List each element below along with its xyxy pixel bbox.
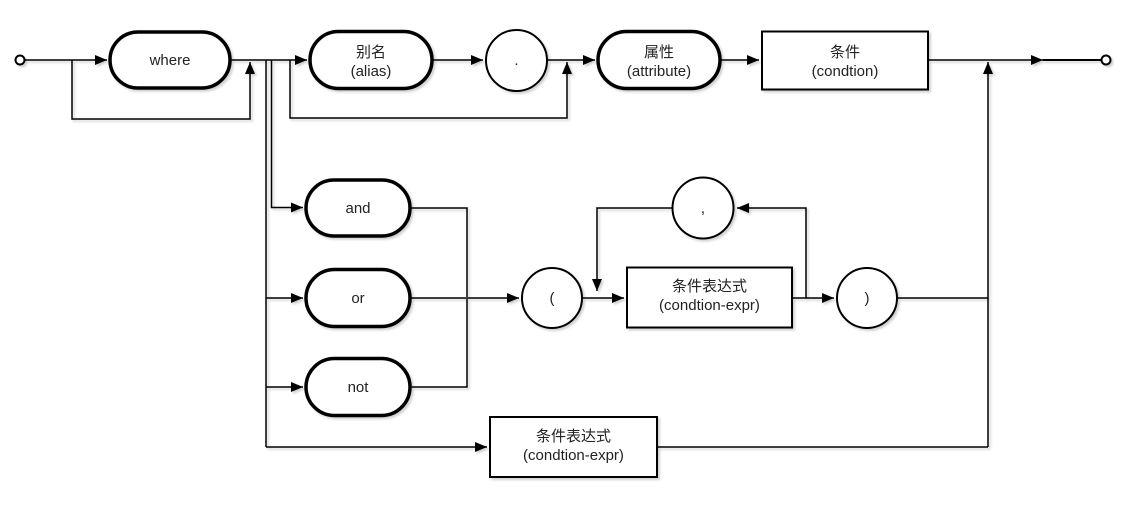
node-condition: [761, 30, 929, 91]
edge-alias-dot-bypass: [289, 60, 572, 119]
alias-label-en: (alias): [351, 63, 392, 80]
edge-and-out: [410, 207, 468, 297]
node-where: [108, 30, 232, 90]
edge-expr-to-comma: [737, 203, 807, 298]
end-terminal: [1100, 54, 1112, 66]
node-condition-expr-bottom: [489, 416, 658, 478]
node-and: [304, 178, 412, 238]
or-label: or: [351, 290, 364, 307]
condition-label-cn: 条件: [830, 44, 860, 61]
attribute-label-cn: 属性: [644, 44, 674, 61]
close-paren-label: ): [865, 290, 870, 307]
node-alias: [308, 29, 434, 91]
condition-expr-label-cn: 条件表达式: [672, 278, 747, 295]
attribute-label-en: (attribute): [627, 63, 691, 80]
labels-layer: where 别名 (alias) . 属性 (attribute) 条件 (co…: [149, 44, 879, 464]
node-not: [304, 356, 412, 418]
start-terminal: [14, 54, 26, 66]
node-attribute: [596, 29, 722, 91]
edge-where-bypass: [71, 60, 255, 120]
edge-comma-loop-return: [592, 207, 672, 291]
open-paren-label: (: [550, 290, 555, 307]
node-dot: [485, 29, 548, 92]
comma-label: ,: [701, 200, 705, 217]
edge-trunk-to-and: [270, 60, 303, 213]
and-label: and: [345, 200, 370, 217]
alias-label-cn: 别名: [356, 44, 386, 61]
where-label: where: [149, 52, 191, 69]
not-label: not: [348, 379, 370, 396]
node-comma: [671, 176, 735, 240]
condition-expr-label-en: (condtion-expr): [659, 297, 760, 314]
condition-label-en: (condtion): [812, 63, 879, 80]
edge-not-out: [410, 299, 468, 388]
node-condition-expr: [626, 266, 793, 329]
condition-expr-bottom-label-en: (condtion-expr): [523, 447, 624, 464]
dot-label: .: [514, 52, 518, 69]
node-open-paren: [521, 267, 583, 329]
node-close-paren: [836, 267, 898, 329]
node-or: [304, 267, 412, 329]
condition-expr-bottom-label-cn: 条件表达式: [536, 428, 611, 445]
